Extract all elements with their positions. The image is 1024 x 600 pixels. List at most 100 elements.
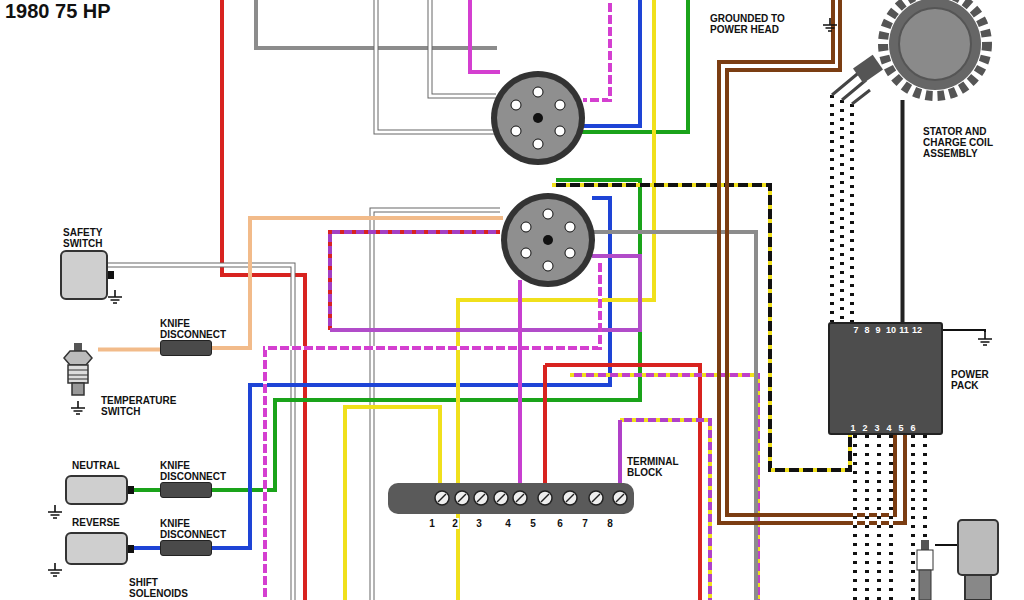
knife-disconnect: KNIFE DISCONNECT (160, 540, 212, 556)
pin-number: 9 (875, 325, 880, 335)
wire (832, 95, 852, 322)
knife-disconnect: KNIFE DISCONNECT (160, 482, 212, 498)
wire (584, 0, 640, 126)
node-label: SAFETY SWITCH (62, 227, 106, 249)
screw-slot (566, 494, 574, 502)
ground-symbol (823, 18, 837, 31)
shape-part (72, 383, 84, 395)
wire (543, 365, 547, 490)
shape-part (899, 8, 971, 80)
shape-part (64, 351, 92, 365)
terminal-number: 4 (504, 518, 512, 529)
wire (943, 330, 985, 332)
terminal-number: 2 (451, 518, 459, 529)
pin-number: 7 (853, 325, 858, 335)
temperature-switch: TEMPERATURE SWITCH (58, 343, 98, 398)
wire-stripe (620, 420, 710, 600)
terminal-screw (613, 491, 627, 505)
terminal-number: 8 (606, 518, 614, 529)
terminal-screw (513, 491, 527, 505)
shape-part (68, 370, 88, 379)
pin-number: 12 (912, 325, 922, 335)
safety-switch: SAFETY SWITCH (60, 250, 108, 300)
spark-plug (917, 540, 933, 600)
temperature-switch-icon (58, 343, 98, 398)
terminal-number: 5 (529, 518, 537, 529)
wire-stripe (552, 185, 850, 470)
ground-symbol (71, 401, 85, 414)
wire (430, 0, 496, 96)
terminal-screw (474, 491, 488, 505)
diagram-title: 1980 75 HP (4, 0, 112, 22)
terminal-stub (108, 271, 114, 279)
wire (855, 435, 925, 600)
wire-stripe (855, 435, 925, 600)
ground-symbol (108, 290, 122, 303)
wire (376, 0, 495, 132)
ground-symbol (48, 563, 62, 576)
pin-number: 10 (886, 325, 896, 335)
terminal-number: 1 (428, 518, 436, 529)
ignition-coil (958, 520, 998, 600)
screw-slot (516, 494, 524, 502)
screw-slot (458, 494, 466, 502)
pin-number: 5 (898, 423, 903, 433)
wire (470, 0, 500, 72)
terminal-screw (455, 491, 469, 505)
terminal-screws (388, 483, 634, 514)
screw-slot (477, 494, 485, 502)
reverse-solenoid: REVERSE (65, 532, 128, 565)
screw-slot (438, 494, 446, 502)
shape-part (853, 55, 883, 84)
wire-stripe (330, 232, 500, 330)
terminal-number: 6 (556, 518, 564, 529)
neutral-solenoid: NEUTRAL (65, 475, 128, 505)
node-label: KNIFE DISCONNECT (159, 518, 227, 540)
wire (330, 256, 640, 330)
node-label: KNIFE DISCONNECT (159, 460, 227, 482)
callout-label: GROUNDED TO POWER HEAD (709, 13, 806, 35)
node-label: POWER PACK (950, 369, 990, 391)
pin-number: 3 (874, 423, 879, 433)
wire (727, 0, 895, 515)
node-label: NEUTRAL (71, 460, 121, 471)
terminal-screw (538, 491, 552, 505)
wire (618, 420, 622, 490)
wire (330, 232, 500, 330)
wire-connector (98, 348, 160, 352)
wire-stripe (265, 262, 600, 600)
node-label: TERMINAL BLOCK (626, 456, 679, 478)
knife-disconnect: KNIFE DISCONNECT (160, 340, 212, 356)
terminal-number: 7 (581, 518, 589, 529)
pin-number: 11 (899, 325, 909, 335)
terminal-stub (128, 486, 134, 494)
wire-stripe (832, 95, 852, 322)
shape-part (74, 343, 82, 351)
wire (430, 0, 496, 96)
terminal-block: TERMINAL BLOCK (388, 483, 634, 514)
wire (265, 262, 600, 600)
plug-connector (501, 193, 595, 287)
screw-slot (616, 494, 624, 502)
wire (518, 280, 522, 490)
terminal-number: 3 (475, 518, 483, 529)
stator-assembly: STATOR AND CHARGE COIL ASSEMBLY (862, 0, 1012, 100)
wire (584, 232, 756, 600)
wire-connector (901, 100, 905, 322)
terminal-stub (128, 545, 134, 553)
power-pack: POWER PACK (828, 322, 943, 435)
ground-symbol (48, 505, 62, 518)
pin-number: 4 (886, 423, 891, 433)
shape-part (883, 0, 987, 96)
wire (212, 180, 640, 490)
node-label: KNIFE DISCONNECT (159, 318, 227, 340)
screw-slot (592, 494, 600, 502)
node-label: STATOR AND CHARGE COIL ASSEMBLY (922, 126, 996, 159)
wire (583, 0, 610, 100)
wire-stripe (583, 0, 610, 100)
node-label: REVERSE (71, 517, 121, 528)
screw-slot (541, 494, 549, 502)
terminal-screw (563, 491, 577, 505)
terminal-screw (494, 491, 508, 505)
